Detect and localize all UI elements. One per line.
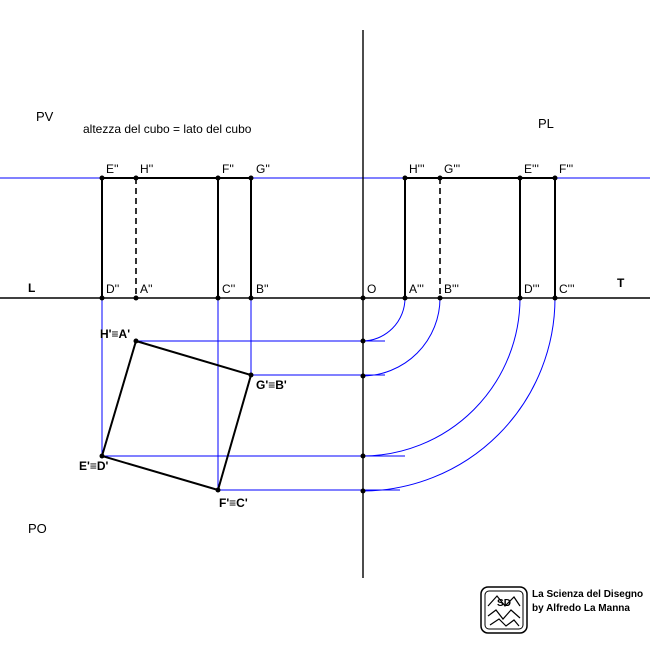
points: [99, 175, 558, 494]
label-h3: H''': [409, 162, 425, 176]
label-e3: E''': [524, 162, 539, 176]
label-f3: F''': [559, 162, 573, 176]
label-b3: B''': [444, 282, 459, 296]
label-g1-b1: G'≡B': [256, 378, 287, 392]
transfer-arc-a: [361, 297, 406, 342]
logo-letters: SD: [497, 598, 511, 609]
plane-label-po: PO: [28, 521, 47, 536]
origin-label: O: [367, 282, 376, 296]
ground-line-right-label: T: [617, 276, 625, 290]
label-g3: G''': [444, 162, 460, 176]
construction-lines: [0, 177, 650, 492]
label-h1-a1: H'≡A': [100, 327, 130, 341]
label-f1-c1: F'≡C': [219, 496, 248, 510]
ground-line-left-label: L: [28, 281, 35, 295]
plan-view-square: [100, 339, 253, 492]
side-view-edges: [404, 177, 556, 298]
transfer-arc-d: [361, 297, 521, 457]
plane-label-pl: PL: [538, 116, 554, 131]
label-c2: C'': [222, 282, 235, 296]
plane-label-pv: PV: [36, 109, 54, 124]
transfer-arc-c: [361, 297, 556, 492]
label-g2: G'': [256, 162, 270, 176]
credit-line-1: La Scienza del Disegno: [532, 589, 643, 600]
label-e1-d1: E'≡D': [79, 459, 109, 473]
label-d2: D'': [106, 282, 119, 296]
label-f2: F'': [222, 162, 234, 176]
credit-line-2: by Alfredo La Manna: [532, 603, 630, 614]
label-b2: B'': [256, 282, 269, 296]
transfer-arc-b: [361, 297, 441, 377]
label-a3: A''': [409, 282, 424, 296]
label-c3: C''': [559, 282, 575, 296]
credit-block: SD La Scienza del Disegno by Alfredo La …: [480, 586, 643, 634]
axes: [0, 30, 650, 578]
label-h2: H'': [140, 162, 153, 176]
label-d3: D''': [524, 282, 540, 296]
note-text: altezza del cubo = lato del cubo: [83, 122, 252, 136]
front-view-edges: [101, 177, 252, 298]
sd-logo-icon: SD: [480, 586, 528, 634]
label-a2: A'': [140, 282, 153, 296]
label-e2: E'': [106, 162, 119, 176]
